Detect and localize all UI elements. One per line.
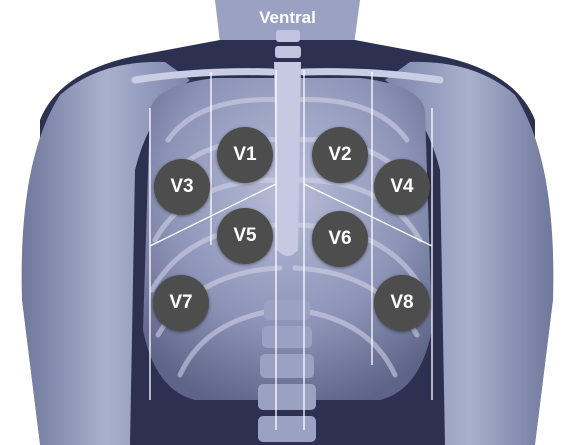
lead-label: V1: [233, 144, 256, 166]
view-label: Ventral: [0, 8, 575, 28]
lead-marker-v2: V2: [312, 127, 368, 183]
lead-label: V3: [170, 176, 193, 198]
lead-marker-v8: V8: [374, 275, 430, 331]
lead-marker-v5: V5: [217, 208, 273, 264]
lead-marker-v1: V1: [217, 127, 273, 183]
sternum: [274, 62, 301, 256]
lead-label: V4: [390, 176, 413, 198]
lead-label: V5: [233, 225, 256, 247]
lead-label: V8: [390, 292, 413, 314]
lead-marker-v6: V6: [312, 211, 368, 267]
lead-label: V7: [169, 292, 192, 314]
lead-label: V2: [328, 144, 351, 166]
lead-marker-v7: V7: [153, 275, 209, 331]
lead-marker-v3: V3: [154, 159, 210, 215]
lead-marker-v4: V4: [374, 159, 430, 215]
lead-label: V6: [328, 228, 351, 250]
